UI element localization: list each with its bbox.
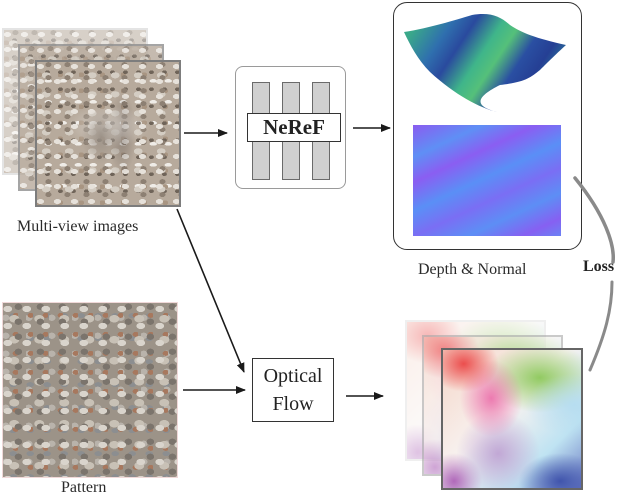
flow-map-front — [441, 348, 583, 490]
arrow-multiview-to-flow — [176, 208, 245, 373]
optical-flow-block: Optical Flow — [252, 358, 334, 422]
normal-map-image — [413, 125, 561, 236]
optical-flow-label-line2: Flow — [272, 393, 314, 415]
multiview-label: Multi-view images — [17, 218, 139, 235]
pattern-image — [2, 302, 178, 478]
distortion-overlay — [37, 62, 179, 205]
neref-network-block: NeReF — [235, 66, 346, 189]
optical-flow-label-line1: Optical — [263, 365, 323, 387]
neref-label: NeReF — [247, 113, 341, 142]
pattern-label: Pattern — [61, 479, 107, 496]
loss-label: Loss — [583, 258, 615, 275]
multiview-image-front — [35, 60, 181, 207]
depth-normal-label: Depth & Normal — [418, 261, 527, 278]
loss-curve-lower — [588, 280, 614, 372]
